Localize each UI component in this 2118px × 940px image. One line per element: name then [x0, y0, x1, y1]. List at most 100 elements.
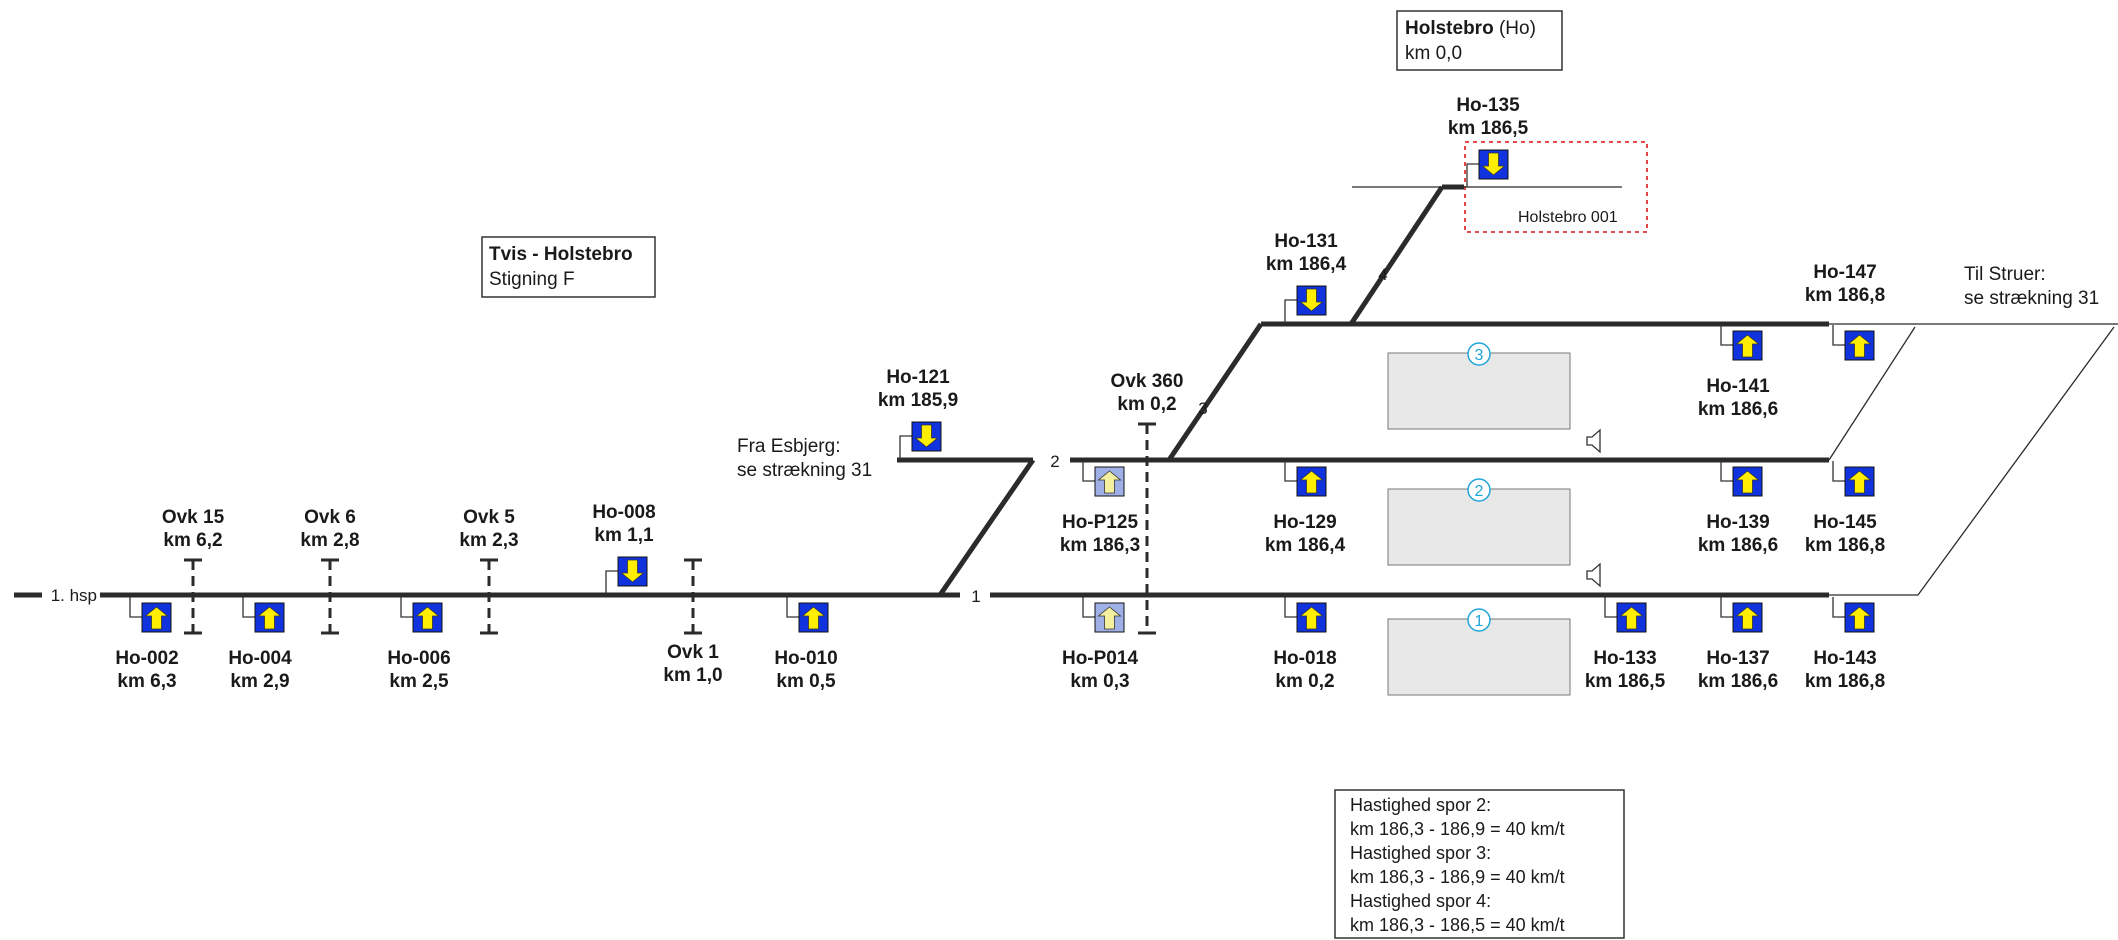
thin-lines	[1352, 186, 2118, 596]
platform-number: 1	[1475, 613, 1484, 630]
signal-mount	[1604, 597, 1617, 618]
crossing-name: Ovk 5	[463, 507, 515, 528]
signal-km: km 6,3	[117, 671, 176, 692]
arrow-up-icon	[801, 606, 826, 630]
arrow-down-icon	[620, 559, 645, 583]
speed-line: Hastighed spor 3:	[1350, 843, 1491, 863]
signal-mount	[1466, 163, 1479, 187]
signal-km: km 186,5	[1448, 118, 1529, 139]
signal-km: km 186,3	[1060, 535, 1140, 556]
signal-name: Ho-145	[1813, 512, 1877, 533]
signal-mount	[605, 570, 618, 594]
area-label: Holstebro 001	[1518, 209, 1618, 226]
signal-name: Ho-121	[886, 367, 950, 388]
signal-name: Ho-139	[1706, 512, 1769, 533]
signal-km: km 186,6	[1698, 399, 1778, 420]
platform-number: 3	[1475, 347, 1484, 364]
track-number: 1	[971, 587, 980, 606]
arrow-up-icon	[1097, 470, 1122, 494]
signal-name: Ho-010	[774, 648, 837, 669]
to-struer-label: Til Struer:	[1964, 264, 2046, 285]
hsp-label: 1. hsp	[51, 586, 97, 605]
crossing-name: Ovk 360	[1111, 371, 1184, 392]
track-number: 2	[1050, 452, 1059, 471]
signal-mount	[1284, 461, 1297, 482]
signal-name: Ho-018	[1273, 648, 1336, 669]
from-esbjerg-label: se strækning 31	[737, 460, 872, 481]
arrow-up-icon	[257, 606, 282, 630]
arrow-up-icon	[1735, 470, 1760, 494]
signal-name: Ho-P014	[1062, 648, 1138, 669]
track-number: 4	[1378, 265, 1387, 284]
crossing-km: km 2,3	[459, 530, 518, 551]
crossing-name: Ovk 6	[304, 507, 356, 528]
arrow-up-icon	[1735, 334, 1760, 358]
crossing-km: km 2,8	[300, 530, 359, 551]
crossing-km: km 6,2	[163, 530, 222, 551]
platform-2: 2	[1387, 478, 1571, 566]
speed-line: km 186,3 - 186,9 = 40 km/t	[1350, 819, 1565, 839]
from-esbjerg-label: Fra Esbjerg:	[737, 436, 840, 457]
signal-km: km 0,2	[1275, 671, 1334, 692]
signal-km: km 186,5	[1585, 671, 1666, 692]
signal-name: Ho-135	[1456, 95, 1520, 116]
signal-mount	[1720, 597, 1733, 618]
section-subtitle: Stigning F	[489, 269, 575, 290]
speed-line: Hastighed spor 4:	[1350, 891, 1491, 911]
section-title: Tvis - Holstebro	[489, 244, 633, 265]
signal-mount	[899, 435, 912, 459]
signal-km: km 186,6	[1698, 535, 1778, 556]
signal-mount	[1082, 461, 1095, 482]
arrow-down-icon	[1299, 288, 1324, 312]
signal-name: Ho-147	[1813, 262, 1876, 283]
arrow-down-icon	[914, 424, 939, 448]
signal-name: Ho-002	[115, 648, 178, 669]
signal-km: km 186,4	[1265, 535, 1346, 556]
signal-km: km 2,9	[230, 671, 289, 692]
signal-mount	[1832, 325, 1845, 346]
arrow-up-icon	[1619, 606, 1644, 630]
speed-box: Hastighed spor 2: km 186,3 - 186,9 = 40 …	[1334, 789, 1625, 939]
signal-name: Ho-131	[1274, 231, 1338, 252]
signal-mount	[400, 597, 413, 618]
platform-1: 1	[1387, 608, 1571, 696]
signal-name: Ho-008	[592, 502, 655, 523]
crossing-ovk-5: Ovk 5km 2,3	[459, 507, 519, 635]
signal-mount	[1832, 461, 1845, 482]
crossing-ovk-1: Ovk 1km 1,0	[663, 558, 723, 686]
signal-mount	[1832, 597, 1845, 618]
signal-km: km 0,5	[776, 671, 836, 692]
signal-km: km 186,6	[1698, 671, 1778, 692]
signal-km: km 0,3	[1070, 671, 1129, 692]
station-code: (Ho)	[1499, 18, 1536, 39]
station-box: Holstebro (Ho) km 0,0	[1396, 10, 1563, 71]
signal-mount	[1720, 461, 1733, 482]
track-number: 3	[1198, 399, 1207, 418]
signal-km: km 186,8	[1805, 535, 1885, 556]
arrow-up-icon	[144, 606, 169, 630]
speaker-icon	[1586, 428, 1601, 454]
station-km: km 0,0	[1405, 43, 1462, 64]
to-struer-label: se strækning 31	[1964, 288, 2099, 309]
station-name: Holstebro	[1405, 18, 1494, 39]
signal-km: km 2,5	[389, 671, 449, 692]
arrow-up-icon	[1735, 606, 1760, 630]
signal-km: km 185,9	[878, 390, 958, 411]
speed-line: Hastighed spor 2:	[1350, 795, 1491, 815]
speaker-icon	[1586, 562, 1601, 588]
